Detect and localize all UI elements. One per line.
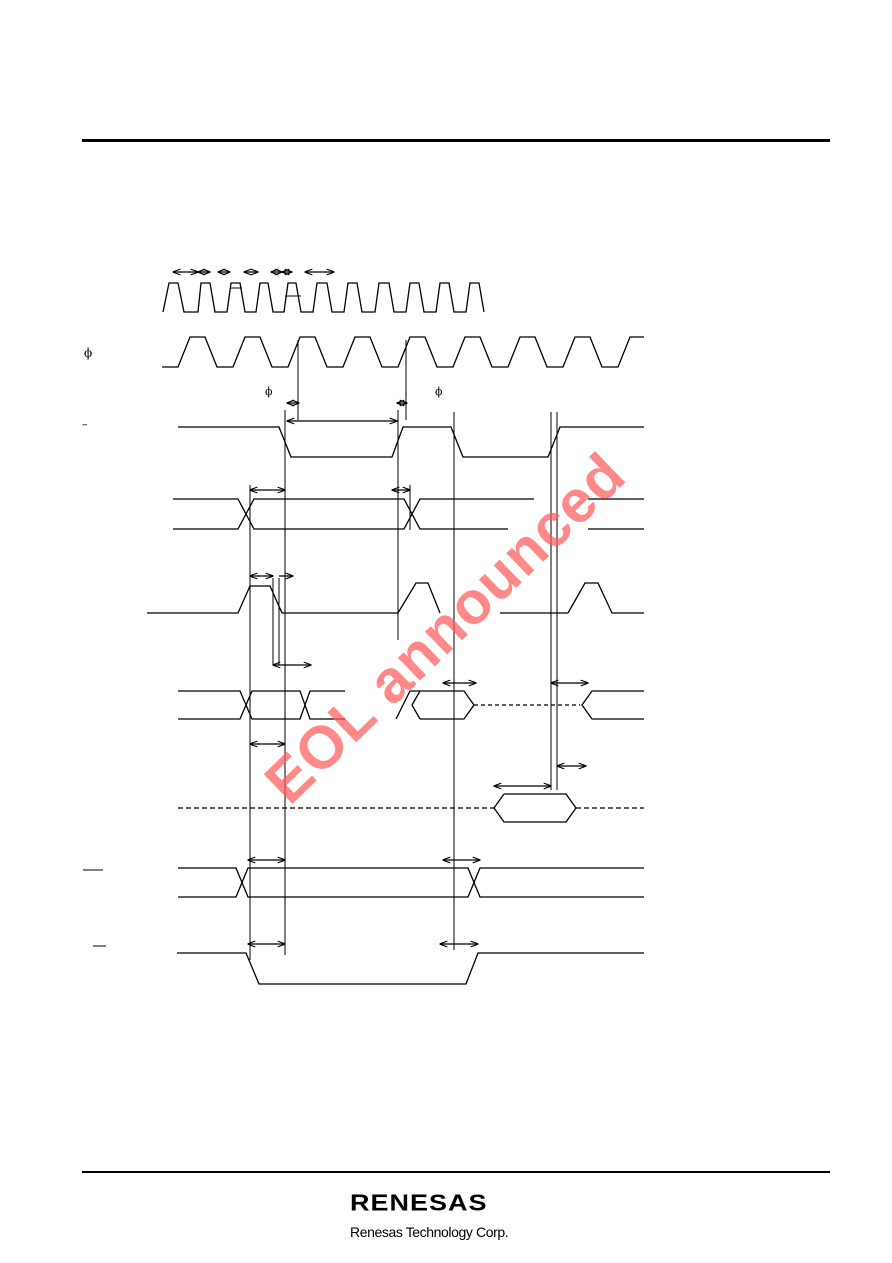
header-rule	[82, 139, 830, 142]
clock-phi-waveform	[162, 336, 644, 368]
signal-label-phi: ϕ	[84, 346, 92, 360]
read-strobe-waveform	[178, 860, 644, 898]
as-label-bar: –	[82, 418, 88, 431]
write-strobe-waveform	[177, 944, 644, 985]
address-strobe-waveform	[178, 403, 644, 458]
footer-rule	[82, 1171, 830, 1173]
data-bus-read-waveform	[178, 665, 644, 744]
logo-company-name: Renesas Technology Corp.	[350, 1224, 509, 1240]
data-bus-write-waveform	[178, 766, 644, 823]
logo-wordmark: RENESAS	[350, 1190, 488, 1216]
renesas-logo: RENESAS Renesas Technology Corp.	[348, 1190, 548, 1250]
phi-annotation-a: ϕ	[265, 385, 273, 398]
oscillator-waveform	[162, 272, 485, 313]
address-bus-waveform	[173, 490, 644, 530]
phi-annotation-b: ϕ	[435, 385, 443, 398]
strobe-pulse-waveform	[147, 576, 644, 614]
